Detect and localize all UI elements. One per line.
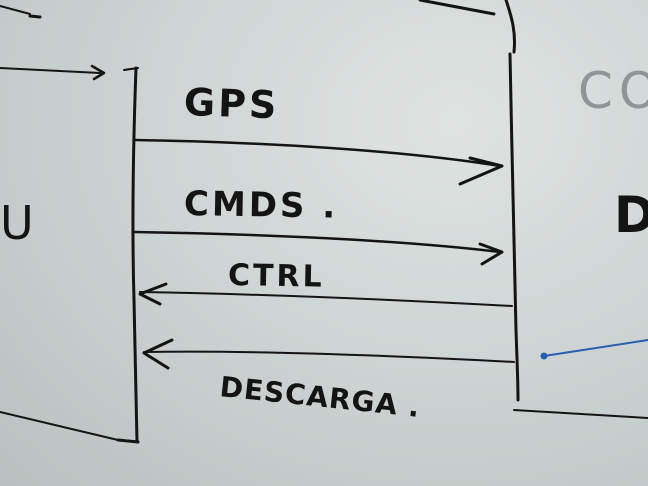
- cmds-arrow: [132, 230, 502, 254]
- left-lifeline-cap: [123, 67, 139, 71]
- descarga-arrow: [143, 350, 515, 363]
- top-middle-stroke: [418, 0, 496, 16]
- gps-arrowhead: [458, 156, 504, 186]
- blue-marker-dot: [540, 352, 548, 360]
- left-box-bottom-joint: [116, 438, 140, 444]
- gps-arrow: [132, 138, 502, 168]
- right-lifeline: [508, 52, 520, 402]
- top-left-dot: [28, 14, 42, 19]
- left-box-text: U: [0, 196, 34, 250]
- gps-label: GPS: [183, 80, 281, 128]
- top-left-stroke: [0, 5, 31, 15]
- cmds-arrowhead: [478, 242, 504, 266]
- right-box-text: CO: [578, 62, 648, 120]
- ctrl-arrow: [139, 291, 513, 307]
- top-right-connector: [504, 0, 516, 54]
- descarga-arrowhead: [142, 338, 174, 370]
- blue-marker-stroke: [543, 339, 648, 357]
- left-box-top-arrow: [0, 67, 101, 74]
- right-bottom-line: [513, 409, 648, 419]
- left-lifeline: [131, 66, 139, 444]
- right-box-text-2: D: [614, 186, 648, 244]
- ctrl-label: CTRL: [227, 258, 325, 295]
- ctrl-arrowhead: [138, 282, 168, 306]
- left-box-bottom-line: [0, 411, 119, 441]
- cmds-label: CMDS .: [183, 184, 339, 227]
- left-box-top-arrowhead: [90, 64, 106, 81]
